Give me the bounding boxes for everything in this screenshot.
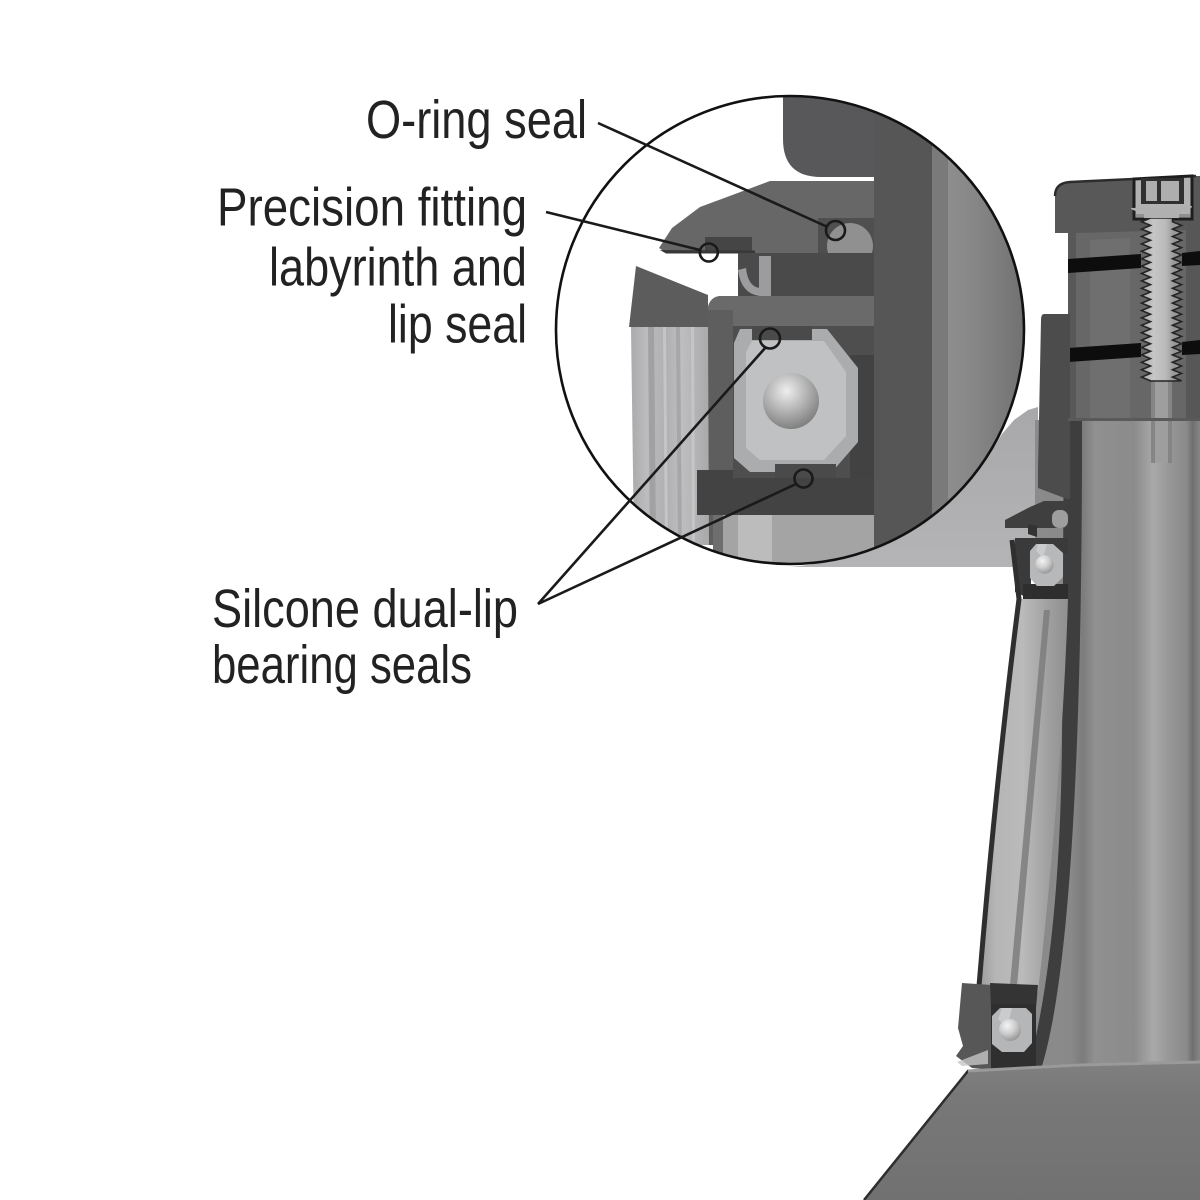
- svg-text:lip seal: lip seal: [388, 295, 527, 355]
- svg-text:O-ring seal: O-ring seal: [366, 90, 587, 150]
- svg-text:labyrinth and: labyrinth and: [269, 238, 527, 298]
- svg-text:bearing seals: bearing seals: [212, 635, 472, 695]
- svg-text:Precision fitting: Precision fitting: [217, 178, 527, 238]
- svg-text:Silcone dual-lip: Silcone dual-lip: [212, 579, 518, 639]
